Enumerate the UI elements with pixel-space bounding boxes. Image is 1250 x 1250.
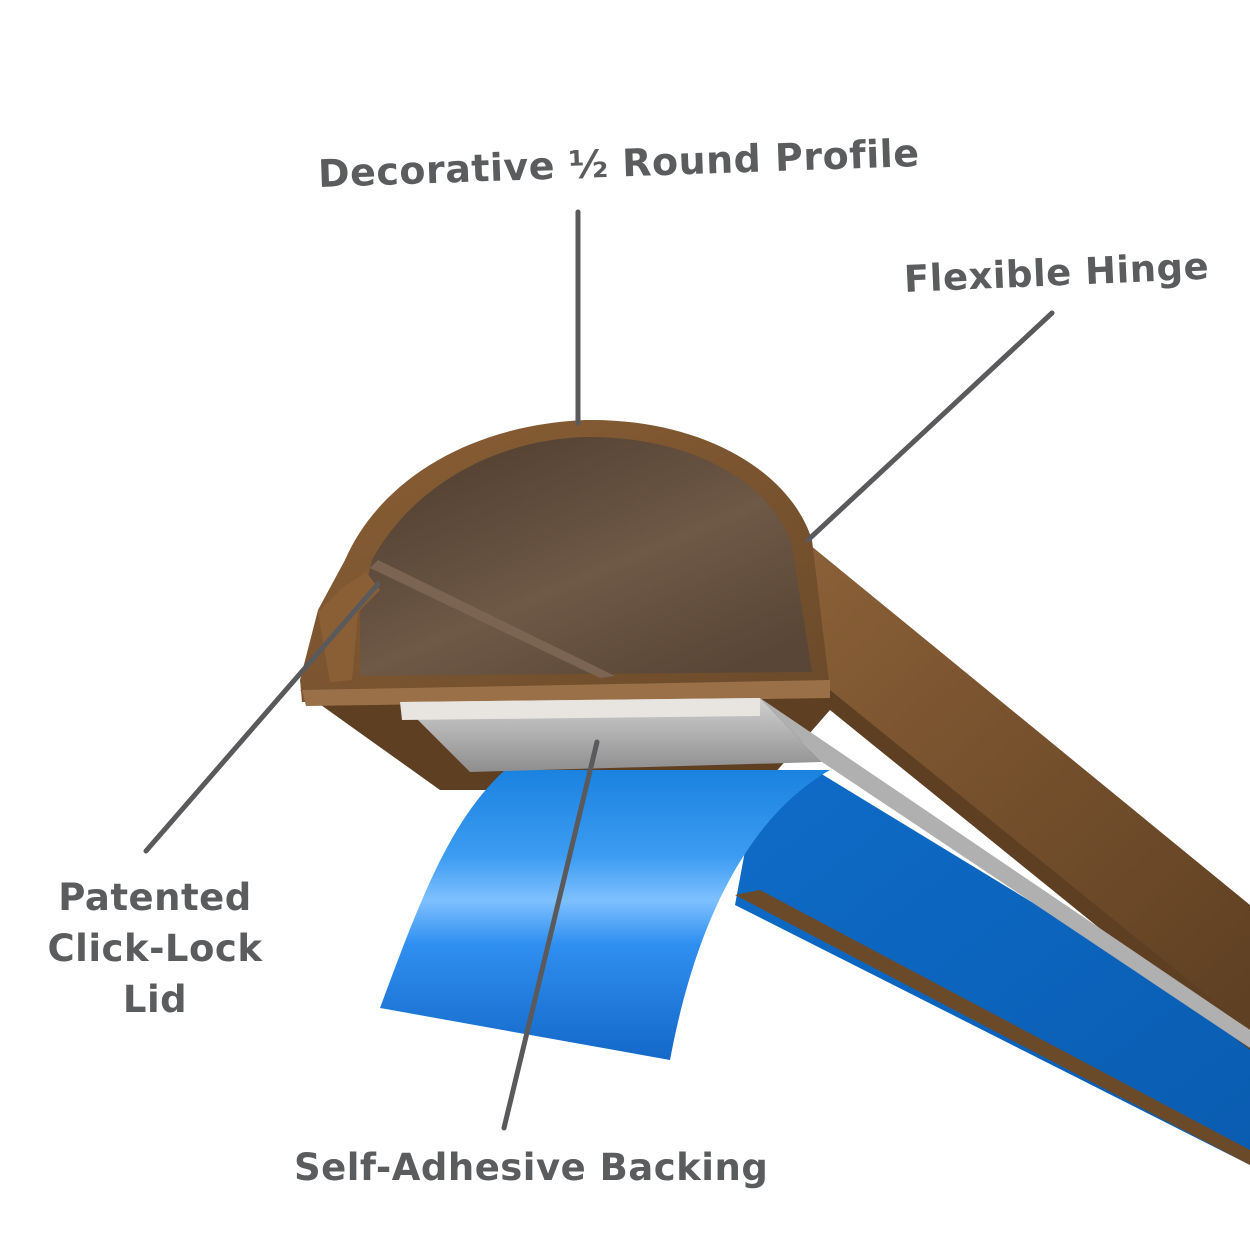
leader-lid (143, 581, 381, 854)
label-self-adhesive-backing: Self-Adhesive Backing (294, 1146, 769, 1189)
adhesive-strip-face (400, 698, 760, 720)
divider-web (370, 560, 615, 678)
raceway-base-edge (735, 890, 1250, 1165)
label-lid-line: Patented (58, 876, 252, 919)
peeled-backing (380, 770, 830, 1060)
blue-backing-run (735, 770, 1250, 1165)
label-lid-line: Lid (122, 978, 188, 1021)
leader-hinge (805, 310, 1055, 543)
label-click-lock-lid: Patented Click-Lock Lid (40, 872, 270, 1025)
adhesive-strip-run (760, 698, 1250, 1048)
leader-backing (501, 739, 600, 1131)
label-lid-line: Click-Lock (47, 927, 263, 970)
